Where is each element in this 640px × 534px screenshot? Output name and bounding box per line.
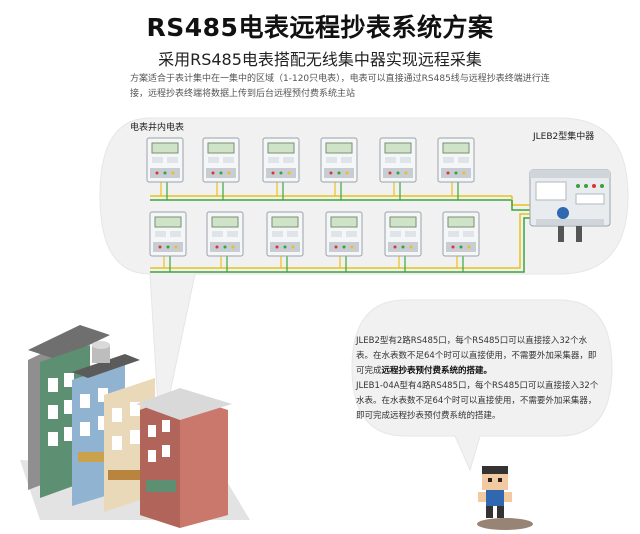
info-paragraph-1: JLEB2型有2路RS485口，每个RS485口可以直接接入32个水表。在水表数…: [356, 336, 597, 376]
electric-meter: [149, 211, 187, 257]
meter-group-label: 电表井内电表: [130, 123, 185, 133]
concentrator-label: JLEB2型集中器: [533, 132, 595, 142]
page-subtitle: 采用RS485电表搭配无线集中器实现远程采集: [158, 50, 482, 69]
info-text: JLEB2型有2路RS485口，每个RS485口可以直接接入32个水表。在水表数…: [356, 334, 604, 424]
electric-meter: [206, 211, 244, 257]
pixel-character-illustration: [477, 466, 533, 530]
building-illustration: [20, 325, 250, 528]
info-bubble: [351, 299, 613, 472]
rs485-wiring: [150, 182, 530, 273]
concentrator-device: [529, 169, 611, 242]
electric-meter: [442, 211, 480, 257]
electric-meter: [320, 137, 358, 183]
info-paragraph-2: JLEB1-04A型有4路RS485口，每个RS485口可以直接接入32个水表。…: [356, 381, 599, 421]
info-paragraph-1-bold: 远程抄表预付费系统的搭建。: [381, 366, 493, 376]
electric-meter: [384, 211, 422, 257]
electric-meter: [146, 137, 184, 183]
electric-meter: [262, 137, 300, 183]
electric-meter: [437, 137, 475, 183]
electric-meter: [325, 211, 363, 257]
page-title: RS485电表远程抄表系统方案: [146, 13, 494, 42]
electric-meter: [379, 137, 417, 183]
meter-row-bottom: [149, 211, 480, 257]
meter-area-bubble: [99, 117, 629, 441]
electric-meter: [202, 137, 240, 183]
meter-row-top: [146, 137, 475, 183]
scheme-description: 方案适合于表计集中在一集中的区域（1-120只电表），电表可以直接通过RS485…: [130, 74, 550, 99]
electric-meter: [266, 211, 304, 257]
